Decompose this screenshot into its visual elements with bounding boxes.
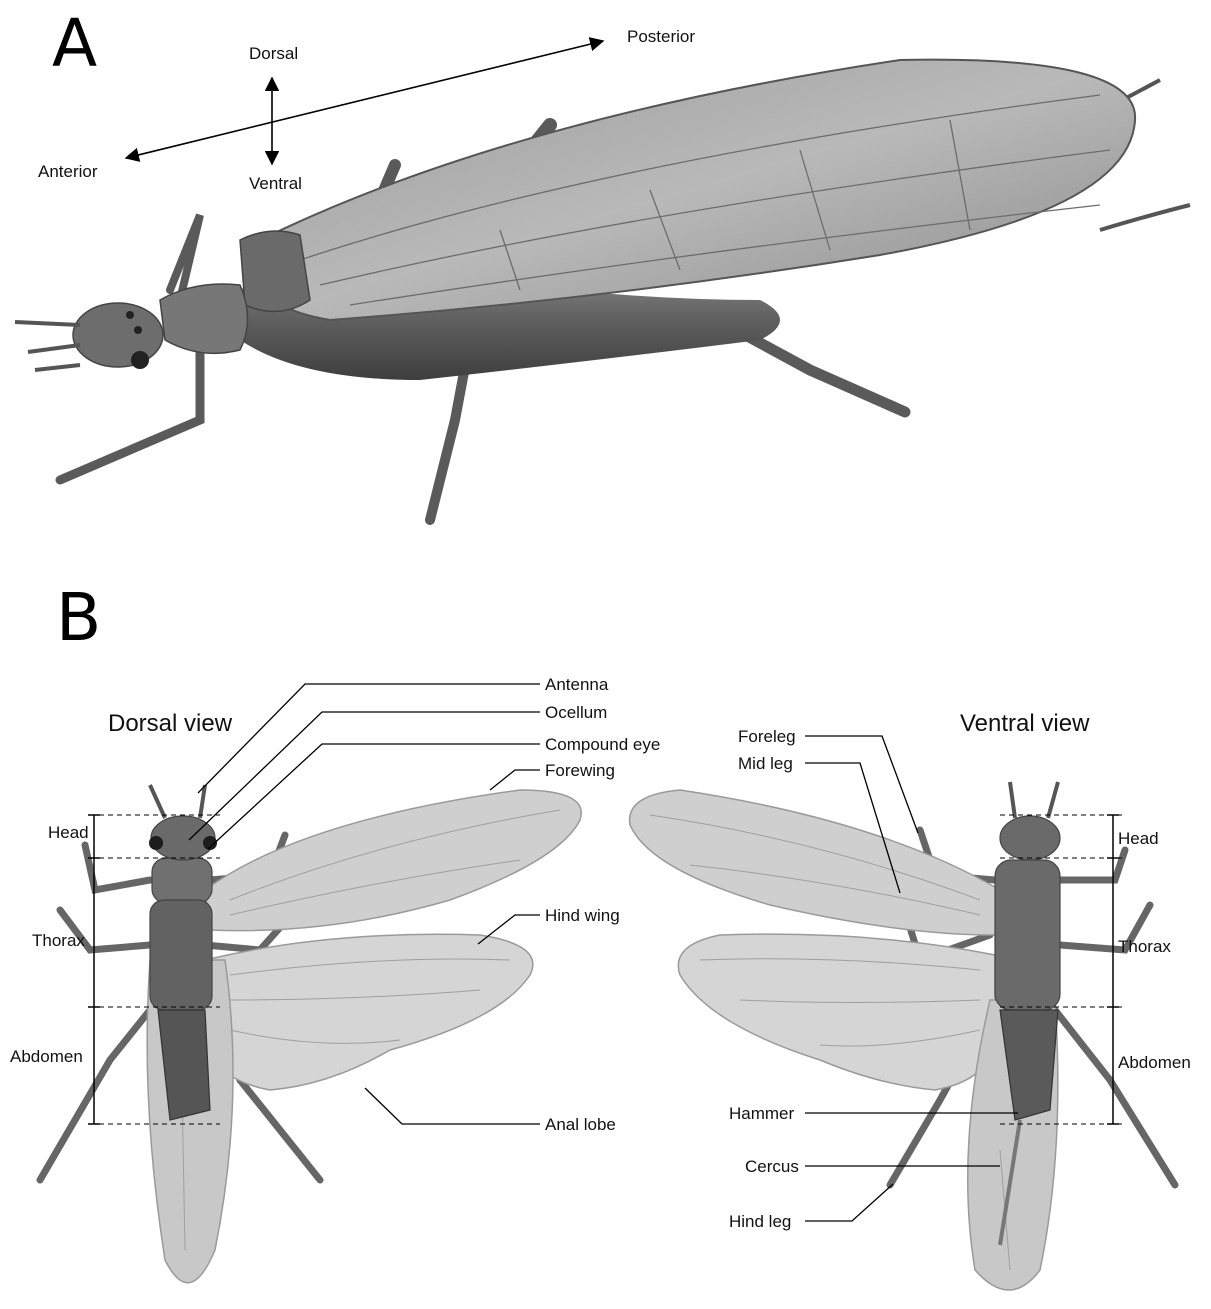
antenna-label: Antenna [545, 675, 609, 694]
ventral-label: Ventral [249, 174, 302, 193]
panel-b-letter: B [56, 579, 101, 656]
ventral-antenna [1010, 782, 1015, 818]
ventral-forewing [630, 790, 1000, 935]
dorsal-pronotum [152, 858, 212, 903]
hind-leg-label: Hind leg [729, 1212, 791, 1231]
ventral-thorax-label: Thorax [1118, 937, 1171, 956]
head-lateral [73, 303, 163, 367]
posterior-label: Posterior [627, 27, 695, 46]
cercus-lower [1100, 205, 1190, 230]
ocellum-label: Ocellum [545, 703, 607, 722]
anterior-label: Anterior [38, 162, 98, 181]
ventral-head-label: Head [1118, 829, 1159, 848]
ventral-thorax [995, 860, 1060, 1010]
dorsal-head-label: Head [48, 823, 89, 842]
thorax-lateral [240, 231, 310, 311]
dorsal-hindwing [205, 934, 533, 1090]
forewing-label: Forewing [545, 761, 615, 780]
dorsal-view-title: Dorsal view [108, 710, 233, 737]
wings-folded [249, 60, 1135, 320]
cercus-label: Cercus [745, 1157, 799, 1176]
foreleg-label: Foreleg [738, 727, 796, 746]
dorsal-thorax [150, 900, 212, 1010]
dorsal-abdomen-label: Abdomen [10, 1047, 83, 1066]
anal-lobe-label: Anal lobe [545, 1115, 616, 1134]
ventral-hindwing [678, 934, 995, 1090]
ventral-head [1000, 816, 1060, 860]
dorsal-label: Dorsal [249, 44, 298, 63]
dorsal-thorax-label: Thorax [32, 931, 85, 950]
compound-eye-label: Compound eye [545, 735, 660, 754]
ventral-view-title: Ventral view [960, 710, 1090, 737]
dorsal-antenna [150, 785, 165, 818]
compound-eye-a [131, 351, 149, 369]
stonefly-lateral-illustration [15, 60, 1190, 520]
ventral-abdomen-label: Abdomen [1118, 1053, 1191, 1072]
dorsal-forewing [205, 790, 581, 931]
hind-wing-label: Hind wing [545, 906, 620, 925]
panel-a-letter: A [52, 5, 97, 82]
dorsal-view-illustration [40, 785, 581, 1283]
mid-leg-label: Mid leg [738, 754, 793, 773]
antenna-a [15, 322, 80, 325]
dorsal-compound-eye [149, 836, 163, 850]
pronotum [160, 284, 248, 353]
hammer-label: Hammer [729, 1104, 795, 1123]
